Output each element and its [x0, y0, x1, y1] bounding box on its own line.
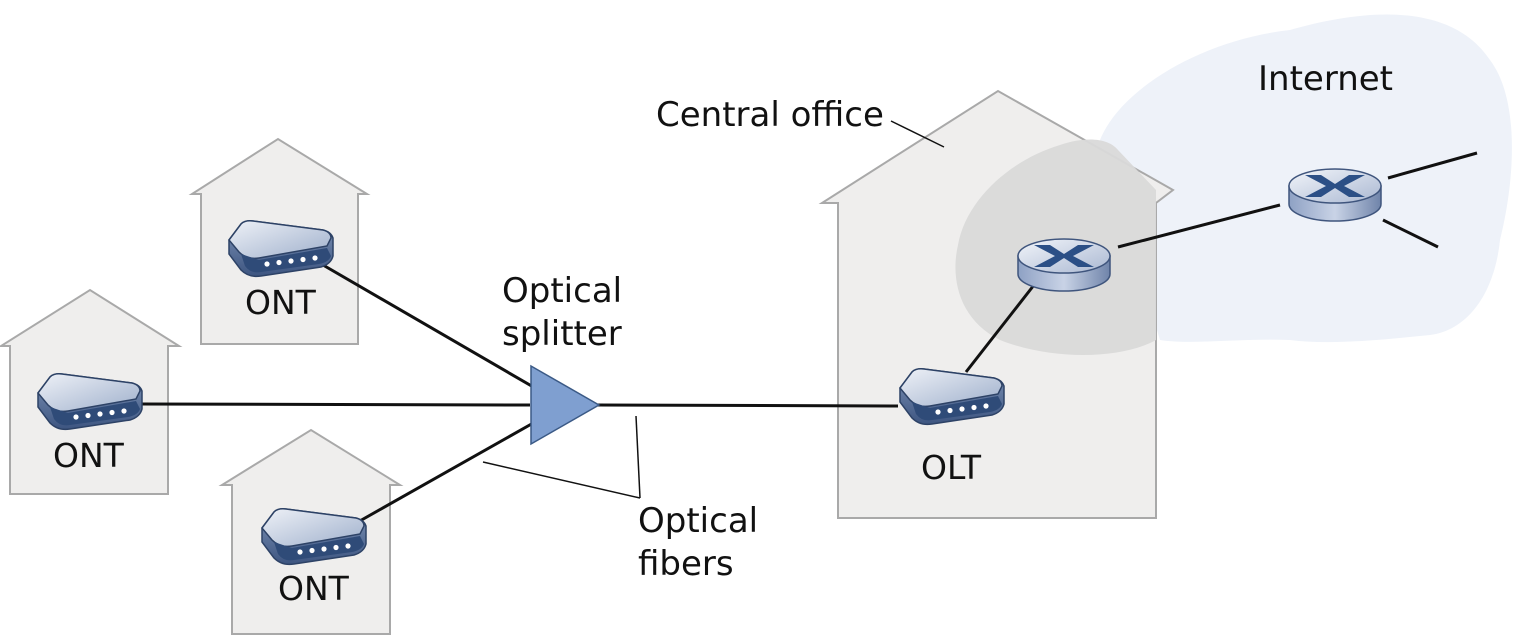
ont-label-top: ONT: [245, 283, 317, 322]
link-internet-up: [1387, 151, 1478, 180]
ont-modem-icon: [228, 220, 334, 278]
link-internet-down: [1382, 218, 1439, 249]
optical-fibers-label-2: fibers: [638, 544, 734, 584]
fiber-left-ont: [139, 402, 531, 407]
splitter-triangle-icon: [530, 364, 601, 446]
optical-fibers-label-1: Optical: [638, 501, 758, 541]
fiber-trunk: [597, 403, 899, 408]
fibers-pointer-a: [482, 461, 641, 499]
link-router-router: [1117, 203, 1281, 249]
ont-modem-icon: [261, 508, 367, 566]
olt-label: OLT: [921, 448, 982, 487]
link-olt-router: [964, 284, 1036, 373]
internet-label: Internet: [1258, 59, 1393, 99]
ont-modem-icon: [37, 373, 143, 431]
router-icon: [1288, 168, 1382, 222]
fibers-pointer-b: [635, 415, 641, 499]
olt-modem-icon: [899, 368, 1005, 426]
ont-label-bottom: ONT: [278, 569, 350, 608]
central-office-pointer: [890, 120, 945, 148]
optical-splitter-label-1: Optical: [502, 271, 622, 311]
central-office-label: Central office: [656, 95, 884, 135]
fiber-bottom-ont: [357, 420, 536, 524]
ont-label-left: ONT: [53, 436, 125, 475]
optical-splitter-label-2: splitter: [502, 314, 622, 354]
fiber-top-ont: [322, 263, 536, 390]
router-icon: [1017, 238, 1111, 292]
